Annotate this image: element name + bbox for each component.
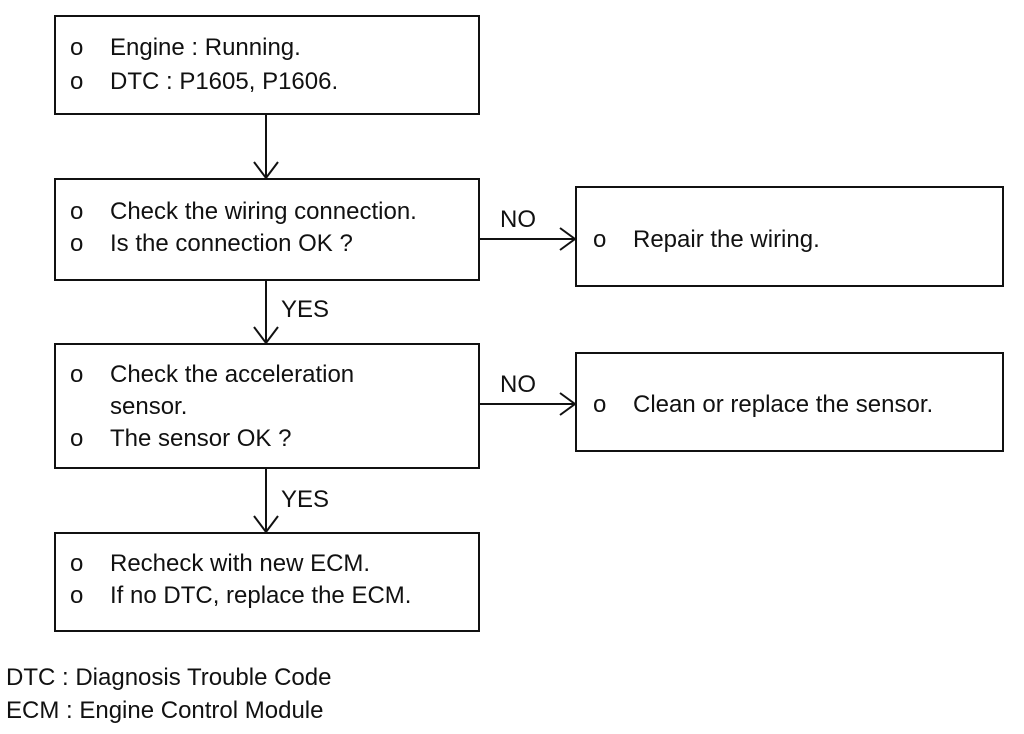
step-clean-sensor-box: o Clean or replace the sensor. <box>575 352 1004 452</box>
bullet-marker: o <box>593 226 607 253</box>
step-text: Repair the wiring. <box>633 226 820 253</box>
step-check-sensor-box: o Check the acceleration sensor. o The s… <box>54 343 480 469</box>
step-text: Check the acceleration <box>110 361 355 388</box>
bullet-marker: o <box>70 68 84 95</box>
bullet-marker: o <box>70 361 84 388</box>
legend-ecm: ECM : Engine Control Module <box>6 697 324 724</box>
step-text: Check the wiring connection. <box>110 198 417 225</box>
bullet-marker: o <box>70 198 84 225</box>
edge-label-yes-wiring: YES <box>281 296 330 323</box>
bullet-marker: o <box>70 550 84 577</box>
step-text: The sensor OK ? <box>110 425 292 452</box>
bullet-marker: o <box>70 34 84 61</box>
step-check-sensor-line-3: o The sensor OK ? <box>70 423 291 455</box>
legend-dtc: DTC : Diagnosis Trouble Code <box>6 664 332 691</box>
step-repair-wiring-box: o Repair the wiring. <box>575 186 1004 287</box>
edge-label-no-wiring: NO <box>500 206 536 233</box>
step-text: DTC : P1605, P1606. <box>110 68 339 95</box>
step-recheck-ecm-line-1: o Recheck with new ECM. <box>70 548 370 580</box>
step-recheck-ecm-line-2: o If no DTC, replace the ECM. <box>70 580 411 612</box>
step-text: Clean or replace the sensor. <box>633 391 934 418</box>
step-check-sensor-line-1: o Check the acceleration <box>70 359 354 391</box>
step-text: If no DTC, replace the ECM. <box>110 582 412 609</box>
step-check-wiring-box: o Check the wiring connection. o Is the … <box>54 178 480 281</box>
bullet-marker: o <box>70 230 84 257</box>
step-check-wiring-line-1: o Check the wiring connection. <box>70 196 417 228</box>
step-check-wiring-line-2: o Is the connection OK ? <box>70 228 353 260</box>
edge-label-no-sensor: NO <box>500 371 536 398</box>
step-text: Recheck with new ECM. <box>110 550 371 577</box>
step-start-line-2: o DTC : P1605, P1606. <box>70 66 338 98</box>
step-text: sensor. <box>110 393 188 420</box>
step-recheck-ecm-box: o Recheck with new ECM. o If no DTC, rep… <box>54 532 480 632</box>
bullet-marker: o <box>593 391 607 418</box>
bullet-marker: o <box>70 582 84 609</box>
step-text: Engine : Running. <box>110 34 301 61</box>
step-check-sensor-line-2: sensor. <box>110 391 187 423</box>
step-clean-sensor-line-1: o Clean or replace the sensor. <box>593 389 933 421</box>
step-start-line-1: o Engine : Running. <box>70 32 301 64</box>
step-start-box: o Engine : Running. o DTC : P1605, P1606… <box>54 15 480 115</box>
bullet-marker: o <box>70 425 84 452</box>
step-repair-wiring-line-1: o Repair the wiring. <box>593 224 820 256</box>
step-text: Is the connection OK ? <box>110 230 353 257</box>
edge-label-yes-sensor: YES <box>281 486 330 513</box>
